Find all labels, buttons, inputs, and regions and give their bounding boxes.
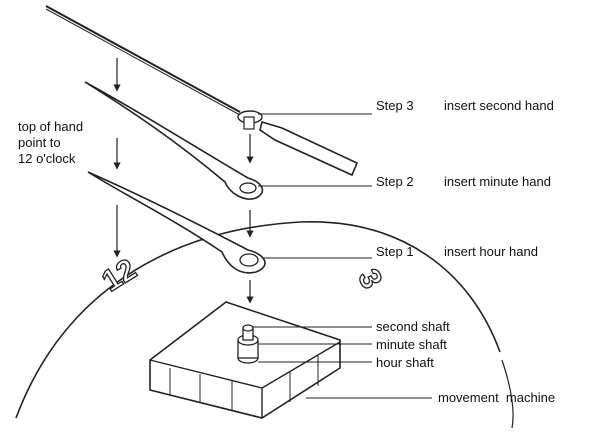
minute-hand xyxy=(84,81,264,200)
leader-lines xyxy=(252,113,432,399)
hour-shaft-label: hour shaft xyxy=(376,355,434,370)
hour-hand xyxy=(87,171,266,274)
movement-machine-label: movement machine xyxy=(438,390,555,405)
second-hand xyxy=(45,5,359,177)
step-2-label: Step 2 xyxy=(376,174,414,189)
step-1-action: insert hour hand xyxy=(444,244,538,259)
step-3-action: insert second hand xyxy=(444,98,554,113)
clock-dial-arc xyxy=(15,221,501,419)
dial-numeral-3: 3 xyxy=(351,264,388,294)
dial-numeral-12: 12 xyxy=(96,253,142,299)
second-shaft-label: second shaft xyxy=(376,319,450,334)
step-2-action: insert minute hand xyxy=(444,174,551,189)
step-3-label: Step 3 xyxy=(376,98,414,113)
step-1-label: Step 1 xyxy=(376,244,414,259)
annotation-line-1: top of hand xyxy=(18,119,83,134)
annotation-line-2: point to xyxy=(18,135,61,150)
annotation-line-3: 12 o'clock xyxy=(18,151,76,166)
minute-shaft-label: minute shaft xyxy=(376,337,447,352)
assembly-arrows xyxy=(113,58,254,304)
clock-dial-arc-lower xyxy=(501,359,514,429)
movement-machine xyxy=(149,301,341,419)
